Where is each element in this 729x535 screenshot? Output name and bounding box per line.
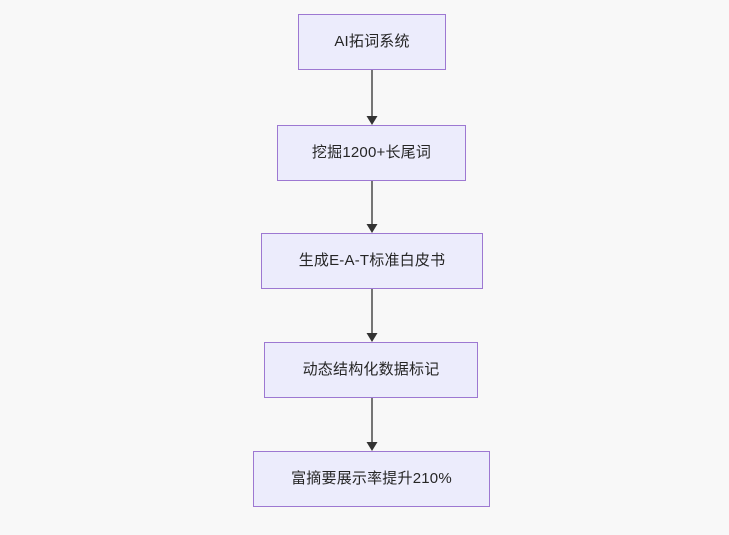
flowchart-node-5-label: 富摘要展示率提升210% [291,470,452,487]
edge-1-2-arrowhead-icon [366,116,378,125]
flowchart-node-2[interactable]: 挖掘1200+长尾词 [277,125,466,181]
edge-3-4-arrowhead-icon [366,333,378,342]
flowchart-node-4[interactable]: 动态结构化数据标记 [264,342,478,398]
flowchart-node-5[interactable]: 富摘要展示率提升210% [253,451,490,507]
edge-2-3-arrowhead-icon [366,224,378,233]
flowchart-node-3-label: 生成E-A-T标准白皮书 [298,252,446,269]
edge-4-5-arrowhead-icon [366,442,378,451]
flowchart-node-4-label: 动态结构化数据标记 [302,361,440,378]
flowchart-node-1[interactable]: AI拓词系统 [298,14,446,70]
flowchart-node-2-label: 挖掘1200+长尾词 [311,144,432,161]
flowchart-node-1-label: AI拓词系统 [334,33,410,50]
flowchart-node-3[interactable]: 生成E-A-T标准白皮书 [261,233,483,289]
